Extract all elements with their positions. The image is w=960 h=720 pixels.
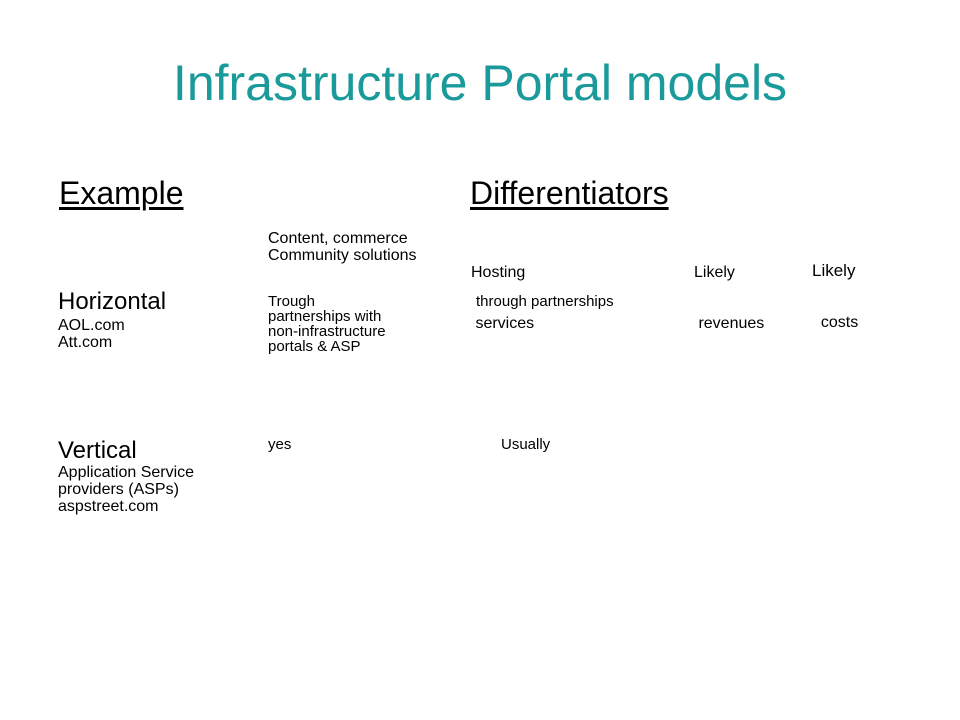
heading-differentiators: Differentiators [470,175,669,211]
example-line: Application Service [58,464,195,481]
cell-line: Trough [268,293,315,310]
slide-title: Infrastructure Portal models [172,55,788,111]
column-header-hosting-line: Hosting [471,264,526,281]
column-header-costs-line: costs [812,314,859,331]
column-header-hosting-line: services [471,315,535,332]
example-line: AOL.com [58,317,125,334]
column-header-costs-line: Likely [812,261,856,280]
example-line: Att.com [58,334,113,351]
cell-hosting-horizontal: through partnerships [476,293,614,310]
heading-example: Example [59,175,184,211]
column-header-content-line: Content, commerce [268,230,408,247]
column-header-revenues: Likely revenues [694,230,764,349]
column-header-costs: Likely costs [812,228,858,348]
row-category-horizontal: Horizontal [58,288,167,315]
column-header-hosting: Hosting services [471,230,534,349]
cell-line: non-infrastructure [268,323,386,340]
example-line: aspstreet.com [58,498,159,515]
cell-content-horizontal: Trough partnerships with non-infrastruct… [268,294,386,354]
column-header-revenues-line: Likely [694,264,735,281]
row-examples-horizontal: AOL.com Att.com [58,317,125,351]
example-line: providers (ASPs) [58,481,179,498]
cell-line: partnerships with [268,308,382,325]
row-examples-vertical: Application Service providers (ASPs) asp… [58,464,194,515]
cell-hosting-vertical: Usually [501,436,551,453]
column-header-content-line: Community solutions [268,247,417,264]
cell-line: yes [268,436,292,453]
row-category-vertical: Vertical [58,437,137,464]
cell-line: portals & ASP [268,338,361,355]
column-header-revenues-line: revenues [694,315,765,332]
column-header-content: Content, commerce Community solutions [268,230,417,264]
cell-content-vertical: yes [268,437,291,452]
